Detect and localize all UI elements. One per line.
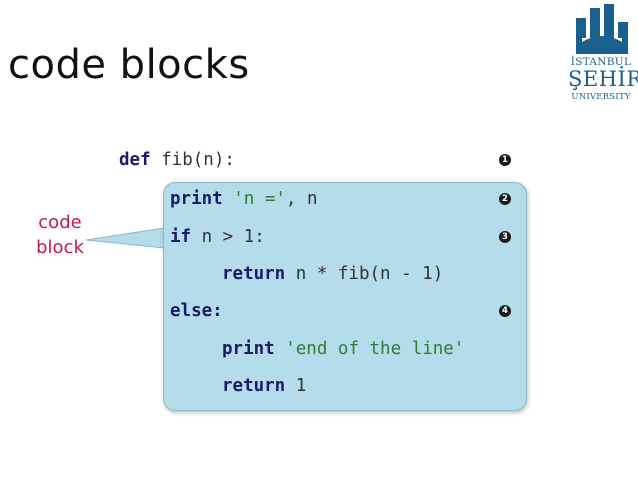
badge-2: 2 <box>499 193 511 205</box>
code-keyword: if <box>170 227 192 247</box>
code-keyword: return <box>222 376 286 396</box>
code-line-if: if n > 1: <box>170 226 265 248</box>
code-keyword: print <box>222 339 275 359</box>
callout-label: code block <box>30 210 90 260</box>
code-text: , n <box>285 189 318 209</box>
code-keyword: return <box>222 264 286 284</box>
logo-text-sehir: ŞEHİR <box>568 67 638 91</box>
badge-1: 1 <box>499 154 511 166</box>
badge-3: 3 <box>499 231 511 243</box>
code-line-def: def fib(n): <box>119 149 235 171</box>
code-text: n * fib(n - 1) <box>285 264 444 284</box>
code-keyword: def <box>119 150 151 170</box>
code-text: n > 1: <box>191 227 265 247</box>
code-line-else: else: <box>170 300 223 322</box>
logo-towers-icon <box>576 4 628 54</box>
code-string: 'n =' <box>233 189 286 209</box>
code-text: fib(n): <box>150 150 235 170</box>
badge-4: 4 <box>499 305 511 317</box>
code-block-highlight <box>163 182 527 411</box>
code-line-return-1: return 1 <box>222 375 306 397</box>
code-line-print-end: print 'end of the line' <box>222 338 464 360</box>
callout-line-code: code <box>38 212 82 233</box>
logo-text-university: UNIVERSITY <box>571 92 631 102</box>
slide-title: code blocks <box>8 42 250 88</box>
logo-text-istanbul: İSTANBUL <box>570 56 632 68</box>
callout-line-block: block <box>36 237 84 258</box>
code-line-return-recursive: return n * fib(n - 1) <box>222 263 443 285</box>
code-string: 'end of the line' <box>285 339 465 359</box>
code-keyword: print <box>170 189 223 209</box>
callout-pointer <box>85 227 165 249</box>
code-text: 1 <box>285 376 307 396</box>
code-line-print-n: print 'n =', n <box>170 188 318 210</box>
university-logo: İSTANBUL ŞEHİR UNIVERSITY <box>568 4 638 108</box>
code-keyword: else: <box>170 301 223 321</box>
